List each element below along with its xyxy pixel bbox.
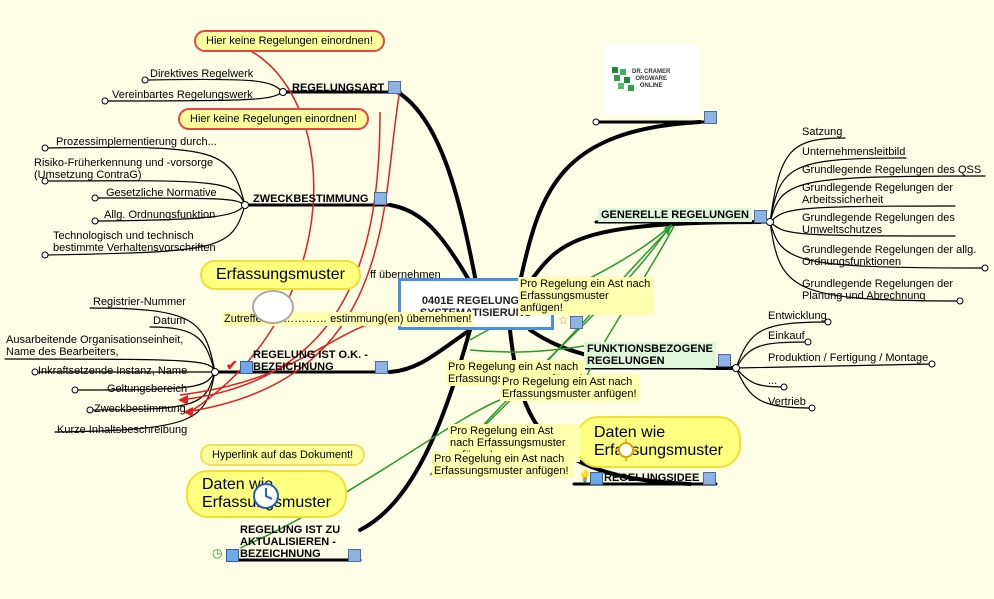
lightbulb-icon: 💡 [578,471,592,483]
star-icon: ☆ [558,313,569,327]
info-icon[interactable] [590,472,603,485]
leaf-zweckbestimmung[interactable]: Zweckbestimmung [94,403,186,415]
leaf-datum[interactable]: Datum [153,315,186,327]
time-clock-icon: ◷ [212,546,223,560]
hint-pro-regelung-top: Pro Regelung ein Ast nach Erfassungsmust… [518,277,654,315]
leaf-umweltschutz[interactable]: Grundlegende Regelungen des Umweltschutz… [802,212,955,236]
leaf-einkauf[interactable]: Einkauf [768,330,805,342]
leaf-geltungsbereich[interactable]: Geltungsbereich [107,383,188,395]
branch-generelle-regelungen[interactable]: GENERELLE REGELUNGEN [598,208,752,222]
branch-regelungsart[interactable]: REGELUNGSART [292,82,385,94]
leaf-planung-abrechnung[interactable]: Grundlegende Regelungen der Planung und … [802,278,954,302]
clock-icon [253,483,279,509]
leaf-ausarbeitende-oe[interactable]: Ausarbeitende Organisationseinheit, Name… [6,334,184,358]
leaf-regelungen-qss[interactable]: Grundlegende Regelungen des QSS [802,164,982,176]
note-icon[interactable] [754,210,767,223]
note-keine-regelungen-2[interactable]: Hier keine Regelungen einordnen! [178,108,369,130]
note-icon[interactable] [718,354,731,367]
branch-regelung-ok[interactable]: REGELUNG IST O.K. -BEZEICHNUNG [253,349,368,373]
center-title-1: 0401E REGELUNGS- [421,295,531,307]
bubble-erfassungsmuster[interactable]: Erfassungsmuster [200,260,361,290]
leaf-kurze-inhaltsbeschreibung[interactable]: Kurze Inhaltsbeschreibung [57,424,188,436]
leaf-direktives-regelwerk[interactable]: Direktives Regelwerk [150,68,254,80]
leaf-produktion[interactable]: Produktion / Fertigung / Montage [768,352,929,364]
hint-pro-regelung-low2: Pro Regelung ein Ast nach Erfassungsmust… [432,452,574,478]
leaf-unternehmensleitbild[interactable]: Unternehmensleitbild [802,146,906,158]
leaf-satzung[interactable]: Satzung [802,126,843,138]
note-icon[interactable] [348,549,361,562]
leaf-vereinbartes-regelungswerk[interactable]: Vereinbartes Regelungswerk [112,89,253,101]
leaf-entwicklung[interactable]: Entwicklung [768,310,827,322]
checkmark-icon: ✔ [226,357,238,373]
leaf-arbeitssicherheit[interactable]: Grundlegende Regelungen der Arbeitssiche… [802,182,954,206]
info-icon[interactable] [240,361,253,374]
leaf-registrier-nummer[interactable]: Registrier-Nummer [93,296,186,308]
sun-cursor-icon [615,439,637,461]
hint-pro-regelung-mid2: Pro Regelung ein Ast nach Erfassungsmust… [500,375,640,401]
leaf-risiko-frueherkennung[interactable]: Risiko-Früherkennung und -vorsorge (Umse… [34,157,214,181]
note-icon[interactable] [703,472,716,485]
hint-uebernehmen: ff übernehmen [370,269,441,281]
info-icon[interactable] [226,549,239,562]
note-icon[interactable] [570,316,583,329]
leaf-vertrieb[interactable]: Vertrieb [768,396,806,408]
leaf-ordnungsfunktionen[interactable]: Grundlegende Regelungen der allg. Ordnun… [802,244,977,268]
leaf-ellipsis[interactable]: ... [768,375,778,387]
branch-zweckbestimmung[interactable]: ZWECKBESTIMMUNG [253,193,369,205]
leaf-allg-ordnungsfunktion[interactable]: Allg. Ordnungsfunktion [104,209,216,221]
note-keine-regelungen-1[interactable]: Hier keine Regelungen einordnen! [194,30,385,52]
leaf-technologisch[interactable]: Technologisch und technisch bestimmte Ve… [53,230,216,254]
logo-mosaic-icon [612,67,634,91]
leaf-prozessimplementierung[interactable]: Prozessimplementierung durch... [56,136,217,148]
cursor-oval-icon [252,290,294,324]
note-icon[interactable] [704,111,717,124]
leaf-gesetzliche-normative[interactable]: Gesetzliche Normative [106,187,217,199]
note-icon[interactable] [388,81,401,94]
note-icon[interactable] [375,361,388,374]
note-hyperlink[interactable]: Hyperlink auf das Dokument! [200,444,366,466]
branch-regelungsidee[interactable]: REGELUNGSIDEE [604,472,700,484]
leaf-inkraftsetzende-instanz[interactable]: Inkraftsetzende Instanz, Name [38,365,188,377]
note-icon[interactable] [374,192,387,205]
